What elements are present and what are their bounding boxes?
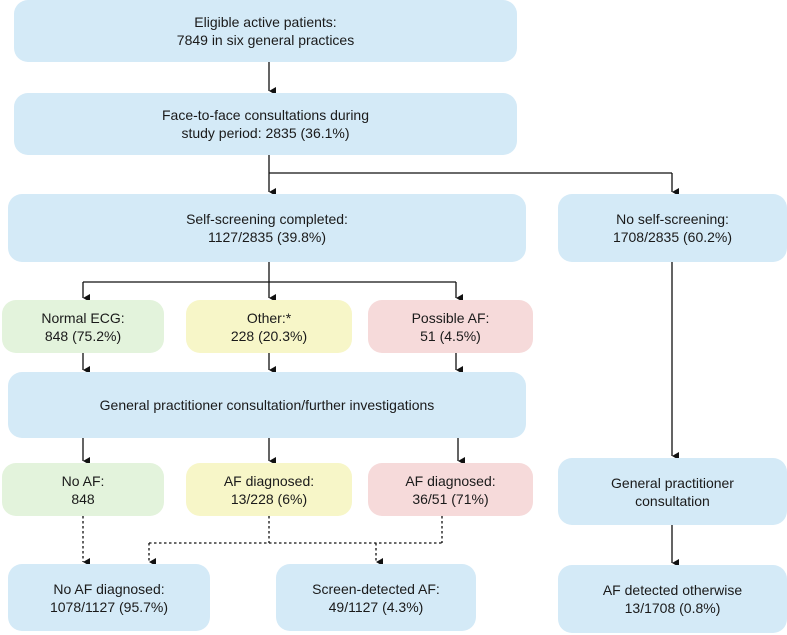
- normal-ecg-line2: 848 (75.2%): [44, 327, 122, 344]
- eligible-line2: 7849 in six general practices: [176, 32, 355, 48]
- af-diag-possible-line2: 36/51 (71%): [412, 490, 489, 507]
- screen-detected-af-box: Screen-detected AF:49/1127 (4.3%): [276, 564, 476, 631]
- possible-af-box: Possible AF:51 (4.5%): [368, 300, 533, 353]
- self-done-line2: 1127/2835 (39.8%): [207, 229, 327, 245]
- eligible-patients-box: Eligible active patients: 7849 in six gen…: [14, 0, 517, 62]
- no-af-line2: 848: [71, 490, 95, 507]
- normal-ecg-line1: Normal ECG:: [41, 309, 125, 326]
- gp-further-investigations-box: General practitioner consultation/furthe…: [8, 372, 526, 438]
- normal-ecg-box: Normal ECG:848 (75.2%): [2, 300, 164, 353]
- no-self-screening-box: No self-screening: 1708/2835 (60.2%): [558, 194, 787, 262]
- screen-af-line2: 49/1127 (4.3%): [328, 598, 424, 615]
- eligible-line1: Eligible active patients:: [194, 14, 337, 30]
- no-self-line2: 1708/2835 (60.2%): [612, 229, 733, 245]
- consults-line1: Face-to-face consultations during: [162, 107, 369, 123]
- af-diag-other-line1: AF diagnosed:: [223, 472, 315, 489]
- screen-af-line1: Screen-detected AF:: [312, 580, 440, 597]
- af-detected-otherwise-box: AF detected otherwise 13/1708 (0.8%): [558, 565, 787, 633]
- gp-consult-line1: General practitioner: [611, 474, 734, 491]
- af-diag-other-line2: 13/228 (6%): [230, 490, 308, 507]
- other-line1: Other:*: [246, 309, 292, 326]
- possible-af-line1: Possible AF:: [411, 309, 490, 326]
- no-af-diagnosed-box: No AF diagnosed:1078/1127 (95.7%): [8, 564, 210, 631]
- possible-af-line2: 51 (4.5%): [420, 327, 481, 344]
- self-done-line1: Self-screening completed:: [186, 211, 348, 227]
- other-line2: 228 (20.3%): [230, 327, 308, 344]
- no-self-line1: No self-screening:: [616, 211, 729, 227]
- af-diagnosed-other-box: AF diagnosed:13/228 (6%): [186, 463, 352, 516]
- consultations-box: Face-to-face consultations during study p…: [14, 93, 517, 155]
- self-screening-completed-box: Self-screening completed: 1127/2835 (39.8…: [8, 194, 526, 262]
- no-af-line1: No AF:: [61, 472, 105, 489]
- af-diagnosed-possible-box: AF diagnosed:36/51 (71%): [368, 463, 533, 516]
- gp-consult-line2: consultation: [635, 492, 710, 509]
- no-af-diag-line1: No AF diagnosed:: [53, 580, 165, 597]
- no-af-box: No AF:848: [2, 463, 164, 516]
- gp-further-line1: General practitioner consultation/furthe…: [99, 397, 435, 413]
- af-otherwise-line2: 13/1708 (0.8%): [624, 600, 721, 616]
- other-box: Other:*228 (20.3%): [186, 300, 352, 353]
- consults-line2: study period: 2835 (36.1%): [181, 125, 350, 141]
- af-otherwise-line1: AF detected otherwise: [602, 582, 743, 598]
- no-af-diag-line2: 1078/1127 (95.7%): [49, 598, 169, 615]
- af-diag-possible-line1: AF diagnosed:: [405, 472, 496, 489]
